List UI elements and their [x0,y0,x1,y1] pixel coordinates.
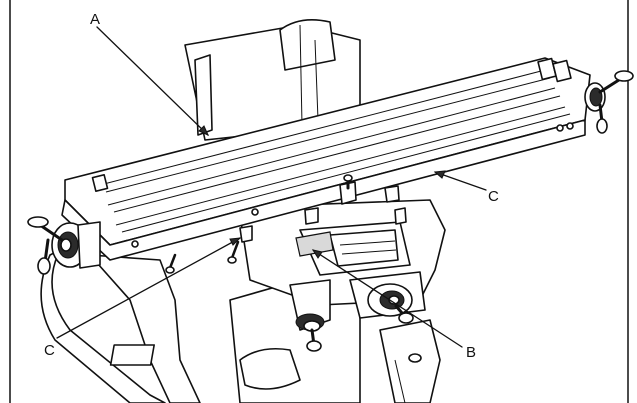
leader-line-a [96,26,209,136]
arrowhead-c-left [229,237,242,246]
right-handwheel [584,70,634,134]
left-handwheel [27,216,101,275]
saddle-assembly [239,199,446,319]
callout-label-a: A [90,11,100,28]
worktable [61,57,591,261]
arrowhead-a [198,125,209,136]
arrowhead-b [311,249,323,259]
callout-label-c-left: C [44,342,55,359]
machine-column [184,19,361,141]
leader-line-c-left [56,237,241,339]
leader-line-b [312,249,463,348]
arrowhead-c-right [433,170,446,179]
knee-crank [289,279,331,352]
machine-base [40,249,441,403]
table-locks [165,174,407,274]
callout-label-c-right: C [488,188,499,205]
callout-label-b: B [466,344,476,361]
